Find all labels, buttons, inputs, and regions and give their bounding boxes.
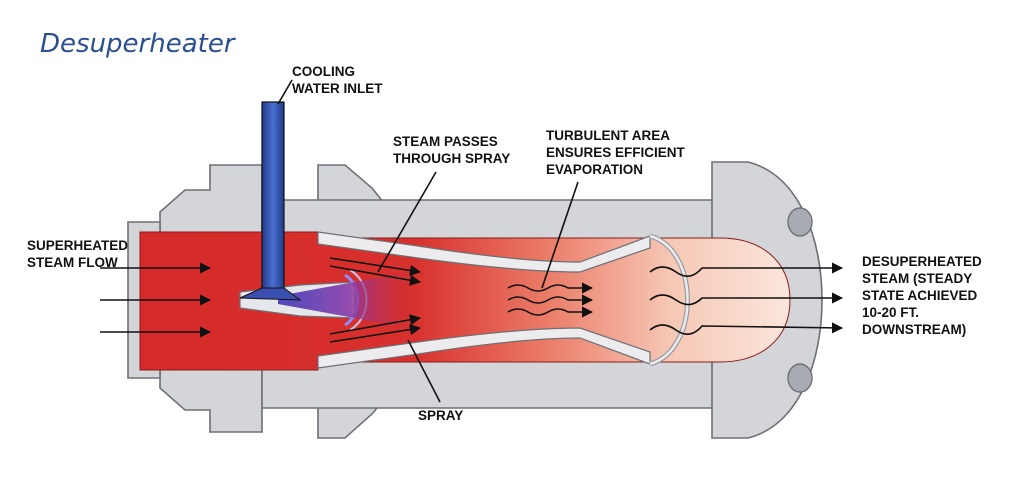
outlet-arrows — [649, 262, 844, 335]
label-turbulent-area: TURBULENT AREA ENSURES EFFICIENT EVAPORA… — [546, 128, 689, 177]
steam-flow-fill — [139, 231, 791, 371]
label-spray: SPRAY — [418, 408, 463, 423]
cooling-water-pipe — [239, 101, 302, 301]
water-spray — [278, 270, 420, 330]
label-superheated-steam: SUPERHEATED STEAM FLOW — [27, 238, 132, 270]
turbulent-arrows — [507, 282, 594, 318]
label-cooling-water-inlet: COOLING WATER INLET — [292, 64, 383, 96]
label-desuperheated-steam: DESUPERHEATED STEAM (STEADY STATE ACHIEV… — [862, 254, 986, 337]
diagram-title: Desuperheater — [40, 29, 237, 59]
leader-lines — [277, 79, 579, 403]
inlet-arrows — [100, 262, 212, 338]
label-steam-passes: STEAM PASSES THROUGH SPRAY — [393, 134, 510, 166]
spray-pass-arrows — [329, 257, 422, 343]
venturi-liner — [317, 231, 690, 369]
